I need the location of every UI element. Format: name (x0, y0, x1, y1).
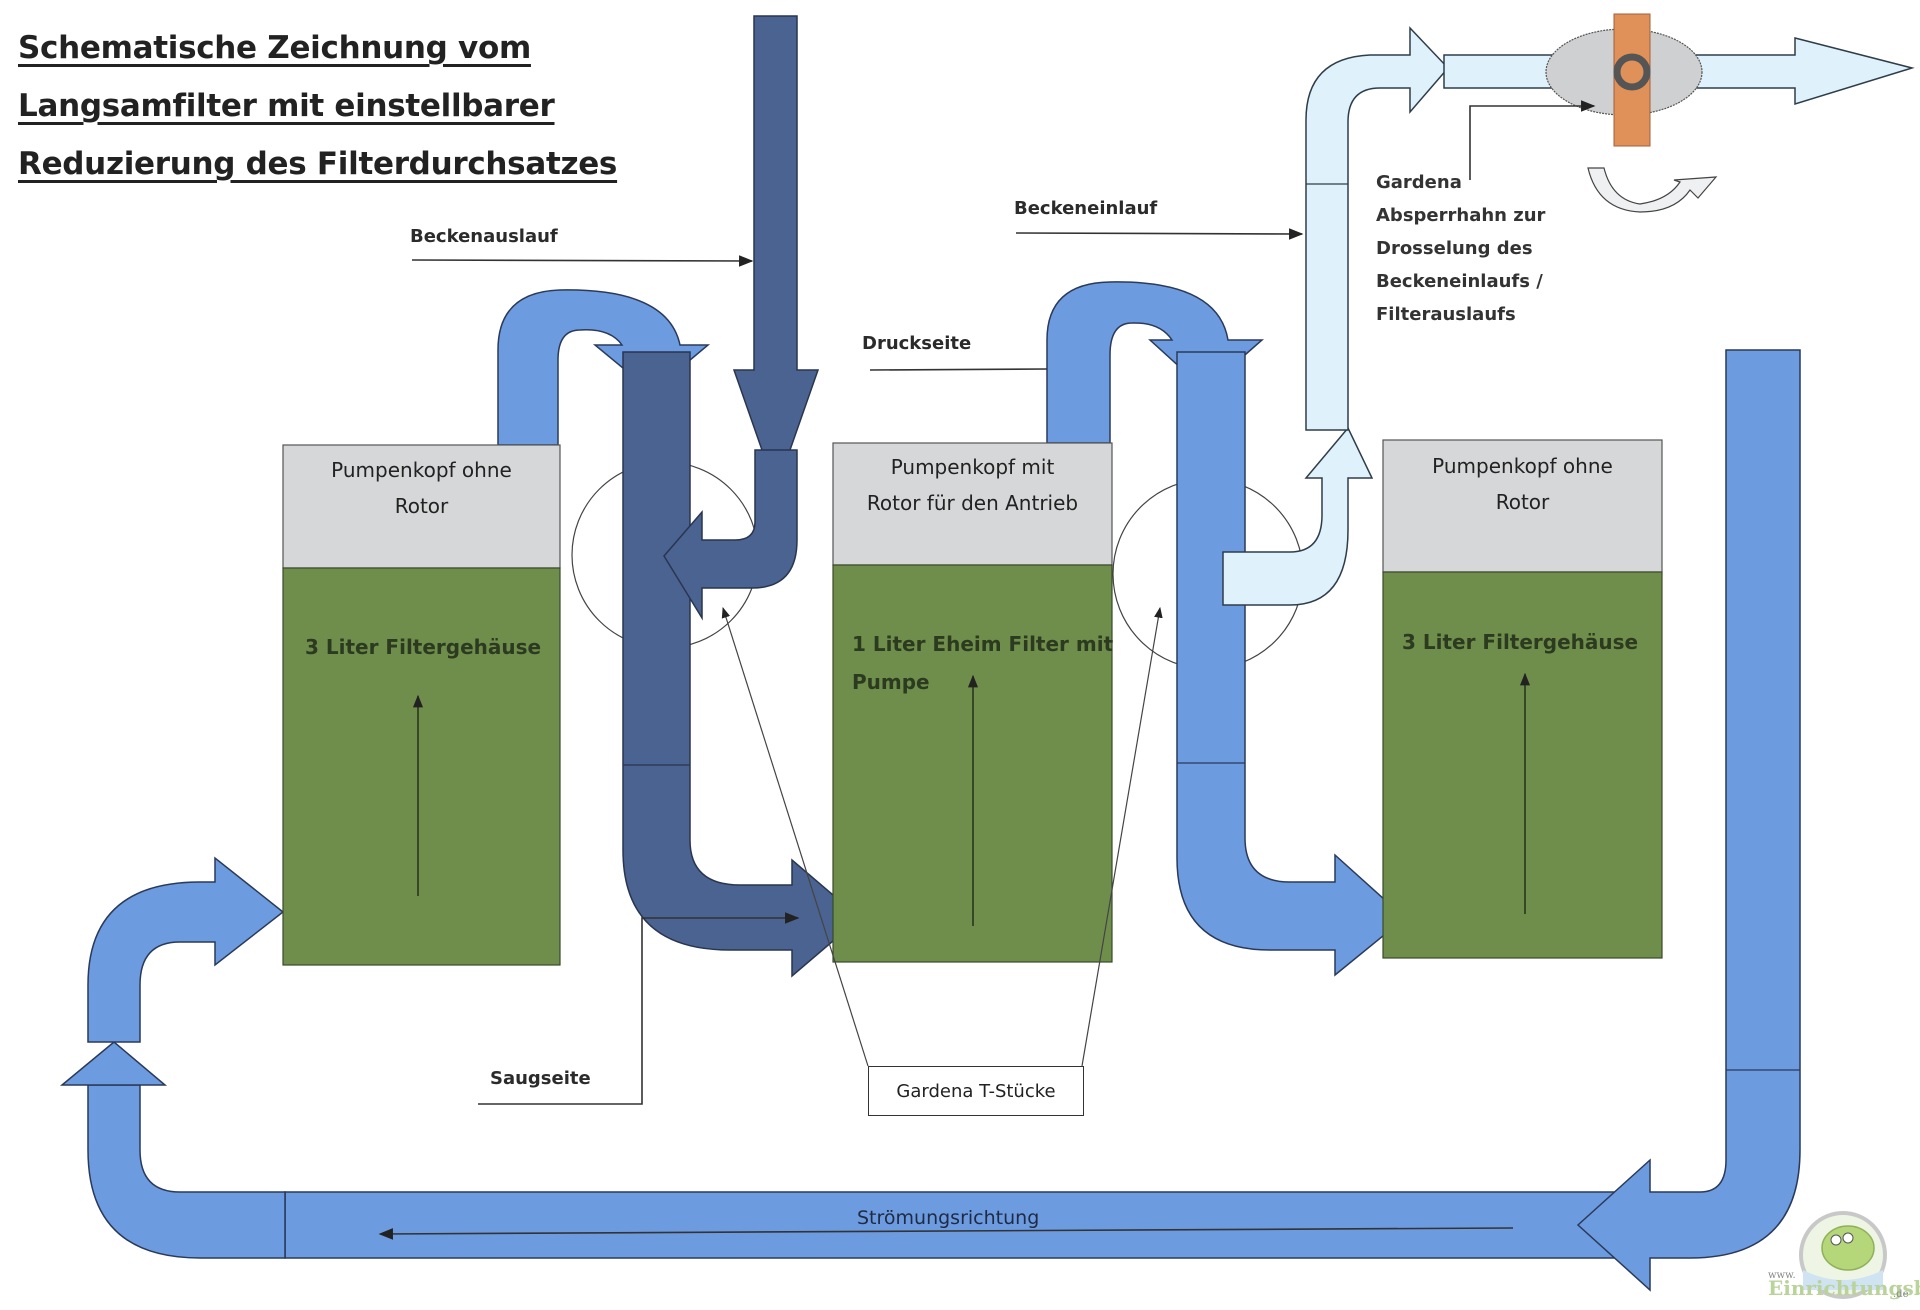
watermark-www: www. (1768, 1270, 1796, 1281)
leader-beckeneinlauf (1015, 228, 1304, 240)
label-stroemungsrichtung: Strömungsrichtung (857, 1207, 1040, 1229)
title-line-3: Reduzierung des Filterdurchsatzes (18, 146, 618, 182)
leader-lines (378, 100, 1596, 1240)
flow-direction-arrow (378, 1227, 1514, 1240)
label-beckenauslauf: Beckenauslauf (410, 226, 558, 247)
note-line: Filterauslaufs (1376, 304, 1516, 325)
filter-body-2-line: Pumpe (852, 670, 930, 694)
leader-absperrhahn (1469, 100, 1596, 180)
filter-box-1 (282, 444, 561, 966)
inlet-arrow-box1 (87, 856, 285, 1043)
pump-head-2 (832, 442, 1113, 566)
box1-outlet-loop (497, 289, 711, 446)
pump-head-1-line: Rotor (394, 494, 449, 518)
box2-outlet-loop (1046, 281, 1407, 977)
label-t-stuecke: Gardena T-Stücke (868, 1066, 1084, 1116)
leader-tee-left (721, 606, 869, 1067)
watermark-logo (1799, 1211, 1887, 1299)
filter-body-2-line: 1 Liter Eheim Filter mit (852, 632, 1114, 656)
up-arrow-left (59, 1041, 168, 1086)
title-line-2: Langsamfilter mit einstellbarer (18, 88, 555, 124)
watermark-name: Einrichtungsbeispiele (1768, 1276, 1920, 1300)
tank-outlet-into-tee (663, 449, 798, 621)
leader-druckseite (869, 368, 1048, 371)
return-pipe-right (1576, 349, 1801, 1292)
title-line-1: Schematische Zeichnung vom (18, 30, 531, 66)
pump-head-3-label: Pumpenkopf ohne Rotor (1383, 448, 1662, 520)
note-line: Drosselung des (1376, 238, 1533, 259)
tank-outlet-pipe (732, 15, 820, 493)
return-pipe-bottom (284, 1191, 1626, 1259)
return-pipe-corner-left (87, 1084, 286, 1259)
label-druckseite: Druckseite (862, 333, 972, 354)
label-saugseite: Saugseite (490, 1068, 591, 1089)
pump-head-1-label: Pumpenkopf ohne Rotor (283, 452, 560, 524)
pump-head-2-line: Rotor für den Antrieb (866, 491, 1079, 515)
leader-tee-right (1081, 606, 1163, 1067)
pump-head-3 (1382, 439, 1663, 573)
tank-inlet-pipe (1222, 26, 1915, 606)
filter-body-1-label: 3 Liter Filtergehäuse (305, 635, 542, 659)
filter-body-3 (1382, 571, 1663, 959)
note-line: Absperrhahn zur (1376, 205, 1546, 226)
return-pipe-loop (59, 349, 1801, 1292)
watermark-tld: .de (1893, 1289, 1909, 1300)
pump-head-1-line: Pumpenkopf ohne (331, 458, 512, 482)
filter-box-2 (832, 442, 1113, 963)
label-beckeneinlauf: Beckeneinlauf (1014, 198, 1158, 219)
pump-head-3-line: Pumpenkopf ohne (1432, 454, 1613, 478)
pump-head-2-label: Pumpenkopf mit Rotor für den Antrieb (833, 449, 1112, 521)
rotate-arrow-icon (1587, 167, 1718, 213)
filter-body-3-label: 3 Liter Filtergehäuse (1402, 630, 1639, 654)
leader-saugseite (478, 912, 800, 1105)
note-line: Beckeneinlaufs / (1376, 271, 1543, 292)
suction-pipe (622, 15, 862, 978)
pump-head-3-line: Rotor (1495, 490, 1550, 514)
pump-head-1 (282, 444, 561, 569)
pump-head-2-line: Pumpenkopf mit (890, 455, 1055, 479)
note-line: Gardena (1376, 172, 1462, 193)
leader-beckenauslauf (411, 255, 754, 267)
filter-body-1 (282, 567, 561, 966)
note-absperrhahn: Gardena Absperrhahn zur Drosselung des B… (1376, 166, 1545, 331)
gardena-valve (1545, 13, 1718, 213)
t-stuecke-text: Gardena T-Stücke (896, 1080, 1056, 1102)
filter-body-2-label: 1 Liter Eheim Filter mit Pumpe (852, 625, 1113, 701)
filter-box-3 (1382, 439, 1663, 959)
